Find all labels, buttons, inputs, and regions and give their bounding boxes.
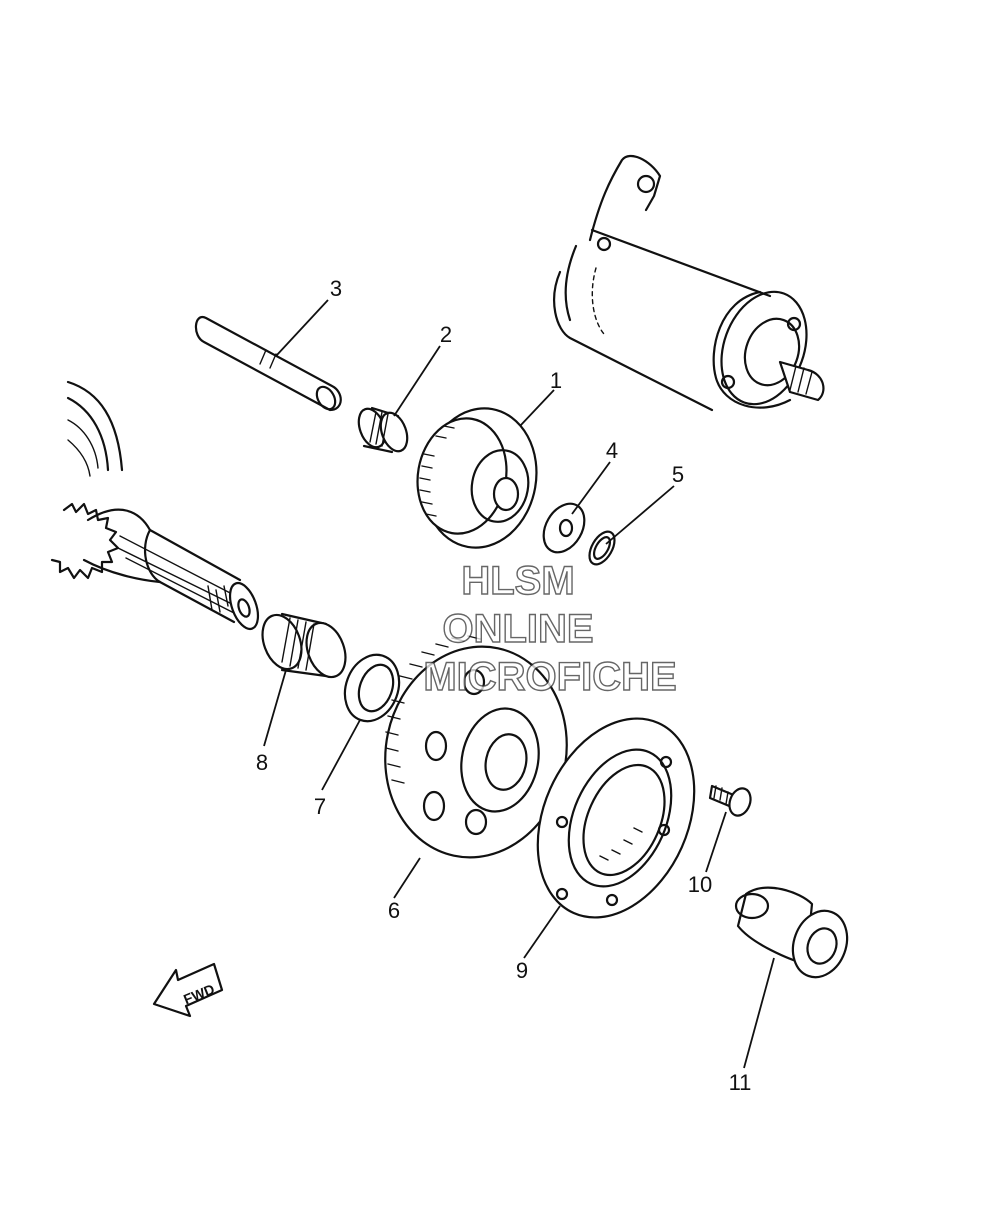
callout-11: 11 xyxy=(729,1070,752,1095)
part-5-circlip xyxy=(588,530,616,566)
callout-10: 10 xyxy=(688,872,712,897)
part-11-sleeve xyxy=(734,886,849,979)
callout-5: 5 xyxy=(672,462,684,487)
part-2-bearing xyxy=(357,406,409,454)
callout-2: 2 xyxy=(440,322,452,347)
watermark-line-2: ONLINE xyxy=(442,607,593,651)
callout-3: 3 xyxy=(330,276,342,301)
part-6-starter-gear xyxy=(384,635,568,859)
part-9-clutch xyxy=(536,717,696,919)
callout-6: 6 xyxy=(388,898,400,923)
part-1-idler-gear xyxy=(416,407,538,549)
forward-arrow: FWD xyxy=(152,962,224,1018)
callout-1: 1 xyxy=(550,368,562,393)
callout-9: 9 xyxy=(516,958,528,983)
part-3-shaft xyxy=(194,315,342,412)
part-8-bearing xyxy=(261,612,347,679)
part-10-bolt xyxy=(708,784,752,817)
leader-lines xyxy=(263,299,775,1069)
part-7-washer xyxy=(343,653,401,723)
crankcase-outline xyxy=(66,380,124,477)
callout-7: 7 xyxy=(314,794,326,819)
starter-motor xyxy=(553,154,825,412)
watermark: HLSM ONLINE MICROFICHE xyxy=(423,558,678,699)
watermark-line-1: HLSM xyxy=(461,559,574,603)
watermark-line-3: MICROFICHE xyxy=(423,655,676,699)
callout-8: 8 xyxy=(256,750,268,775)
callout-labels: 3 2 1 4 5 8 7 6 9 10 11 xyxy=(256,276,752,1095)
callout-4: 4 xyxy=(606,438,618,463)
part-4-washer xyxy=(542,502,586,554)
crankshaft xyxy=(50,502,260,631)
